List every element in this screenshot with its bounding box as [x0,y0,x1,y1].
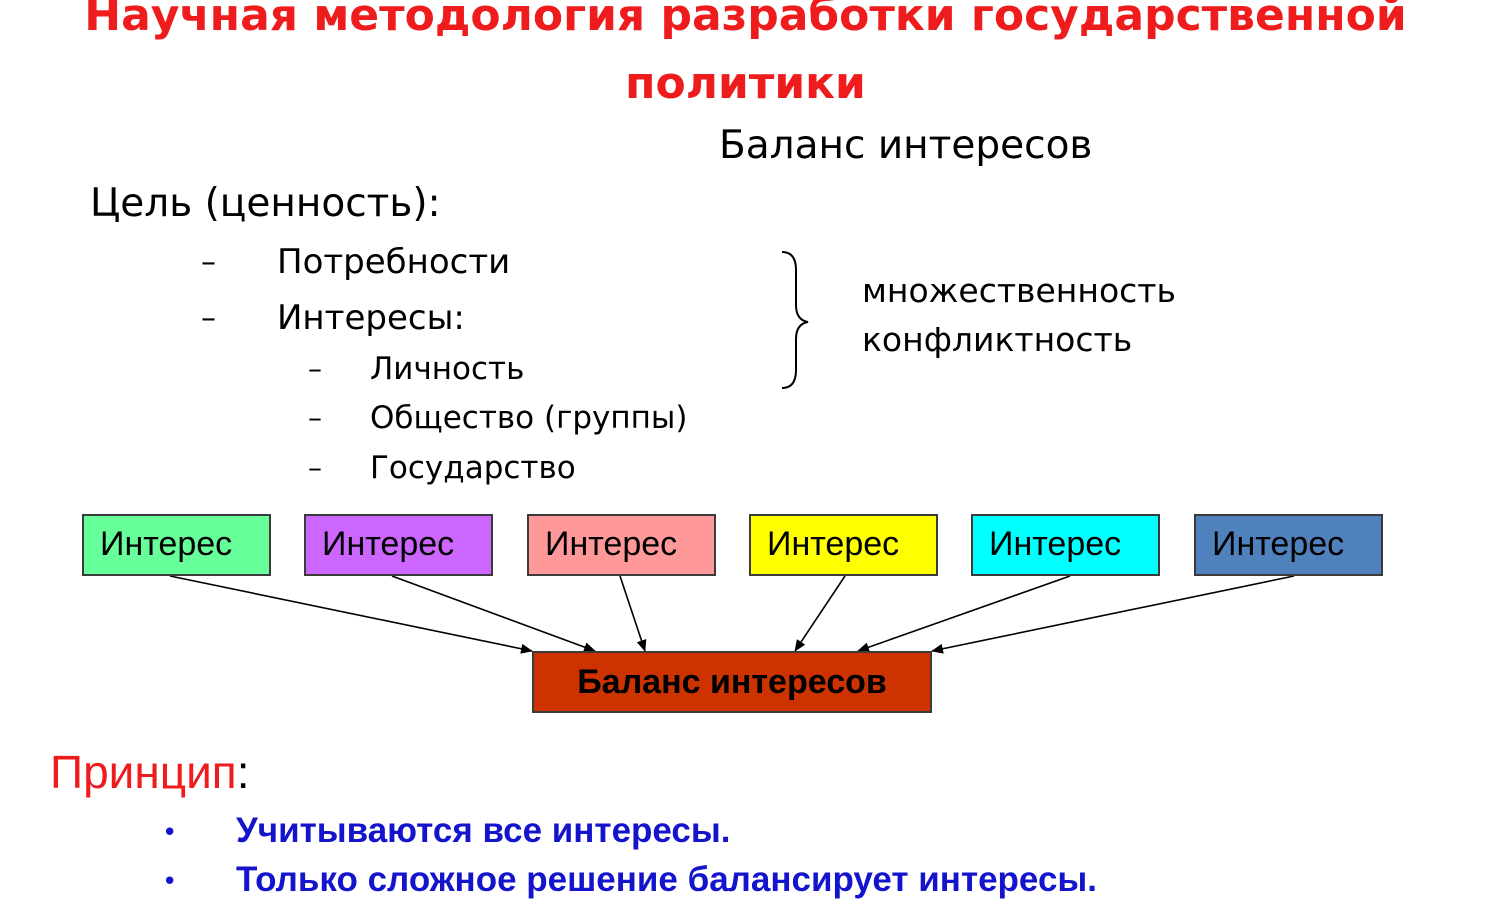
goal-heading: Цель (ценность): [90,181,441,226]
sublist-dash: – [308,352,322,385]
page-title-line-2: политики [625,58,866,109]
list-dash: – [201,301,216,336]
arrow-interest-4 [794,575,846,652]
interest-box-2: Интерес [304,514,493,576]
interest-box-label: Интерес [767,525,900,563]
curly-brace [781,251,809,389]
sublist-item-society: Общество (группы) [370,400,688,436]
interest-box-1: Интерес [82,514,271,576]
principle-item-complex-solution: Только сложное решение балансирует интер… [236,860,1098,899]
arrow-interest-1 [169,575,533,654]
interest-box-4: Интерес [749,514,938,576]
arrow-interest-5 [857,575,1071,653]
list-dash: – [201,245,216,280]
sublist-dash: – [308,451,322,484]
brace-label-multiplicity: множественность [862,271,1176,310]
sublist-dash: – [308,401,322,434]
sublist-item-state: Государство [370,450,576,486]
interest-box-label: Интерес [100,525,233,563]
principle-heading-colon: : [236,746,250,798]
bullet-icon: • [162,818,178,848]
principle-heading: Принцип: [50,749,249,795]
interest-box-6: Интерес [1194,514,1383,576]
sublist-item-person: Личность [370,351,525,387]
arrow-interest-6 [931,575,1295,654]
interest-box-5: Интерес [971,514,1160,576]
list-item-interests: Интересы: [277,298,465,338]
section-subtitle: Баланс интересов [719,123,1093,168]
interest-box-label: Интерес [989,525,1122,563]
arrow-interest-2 [391,575,596,652]
interest-box-label: Интерес [545,525,678,563]
interest-box-label: Интерес [1212,525,1345,563]
bullet-icon: • [162,867,178,897]
balance-box: Баланс интересов [532,651,932,713]
list-item-needs: Потребности [277,242,511,282]
interest-box-3: Интерес [527,514,716,576]
page-title-line-1: Научная методология разработки государст… [84,0,1407,41]
interest-box-label: Интерес [322,525,455,563]
principle-item-all-interests: Учитываются все интересы. [236,811,731,850]
arrow-interest-3 [619,575,647,652]
principle-heading-label: Принцип [50,746,237,798]
brace-label-conflict: конфликтность [862,320,1133,359]
